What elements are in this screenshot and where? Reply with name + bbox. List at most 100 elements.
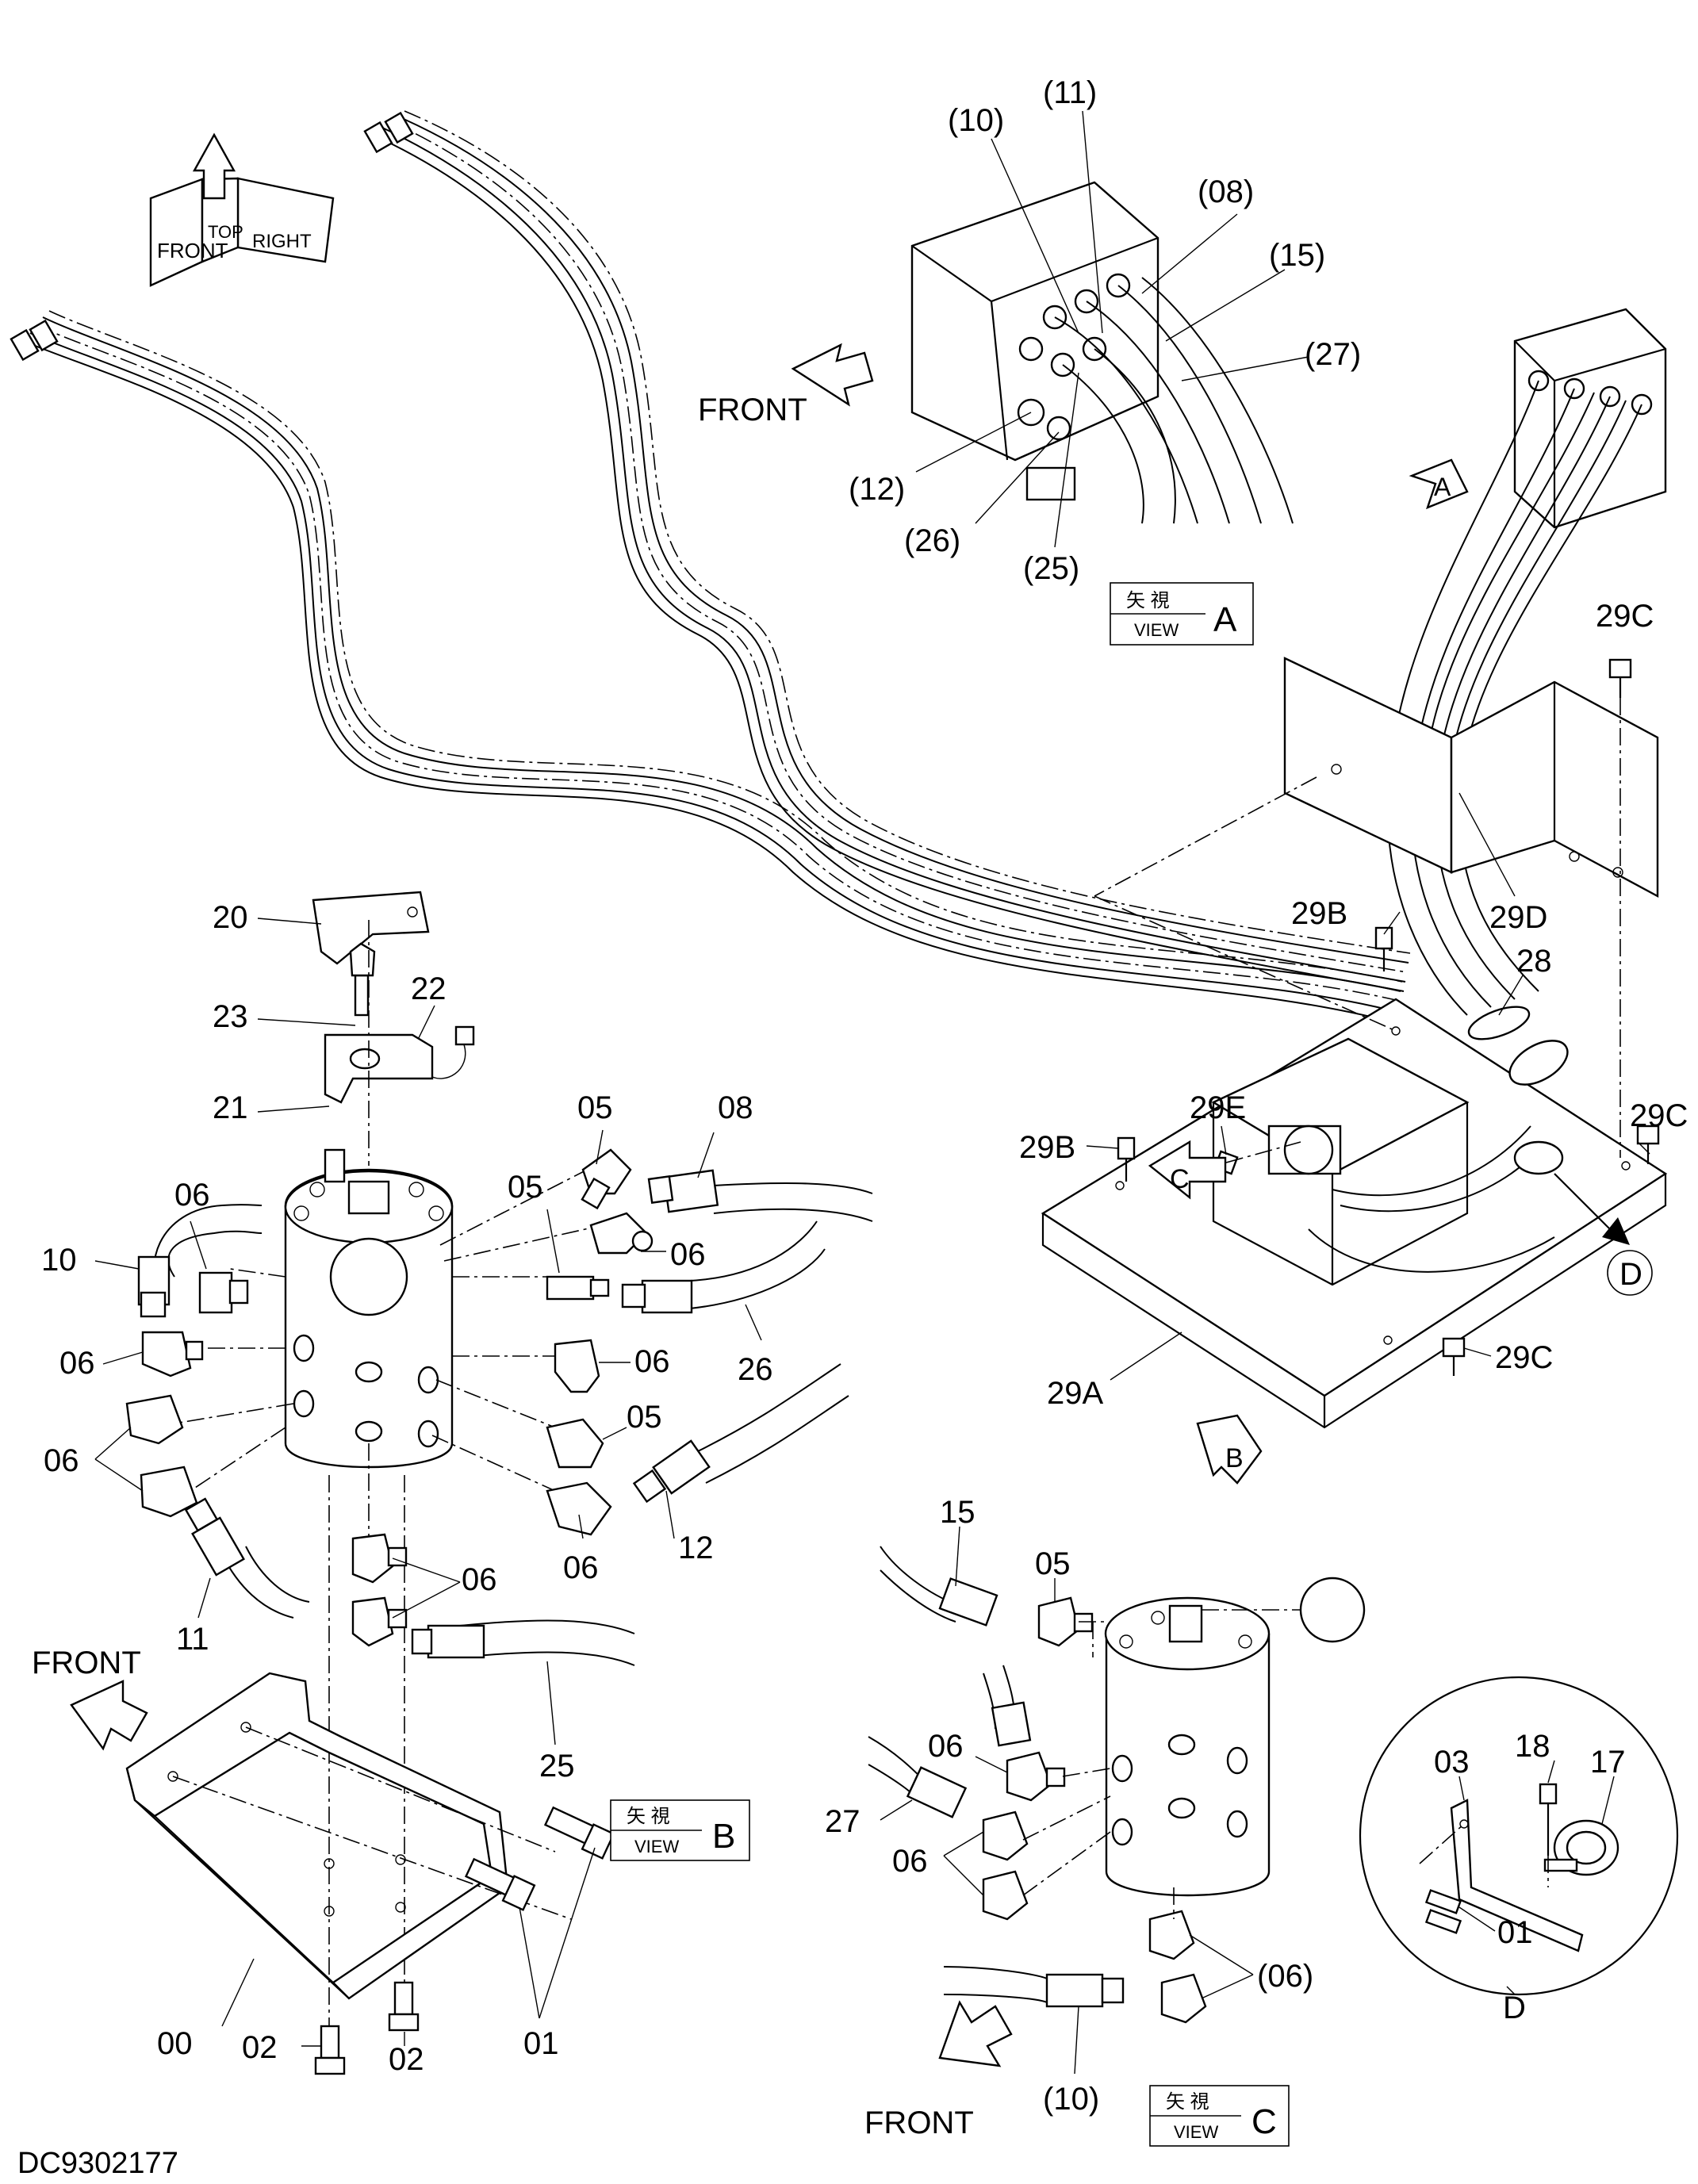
orientation-cube-icon: FRONT TOP RIGHT — [149, 132, 335, 287]
view-b-en: VIEW — [634, 1837, 679, 1856]
callout-08: 08 — [718, 1090, 753, 1125]
callout-02-a: 02 — [242, 2030, 278, 2065]
part-22-sensor — [427, 1025, 475, 1079]
plate-dashed-leaders — [1094, 698, 1621, 1163]
view-b-arrow-label: B — [1225, 1443, 1244, 1473]
callout-01-a: 01 — [523, 2026, 559, 2061]
hose-bundle-right — [372, 110, 1411, 992]
front-arrow-view-c-icon — [938, 2000, 1013, 2067]
view-c-swivel-body — [1104, 1577, 1366, 1897]
view-b-jp: 矢 視 — [627, 1806, 670, 1827]
bolts-29 — [1117, 658, 1660, 1376]
callout-view-c-06: (06) — [1257, 1959, 1313, 1994]
swivel-dashed-leaders — [150, 920, 604, 2030]
view-a-fittings — [1017, 273, 1131, 441]
callout-view-a-08: (08) — [1198, 174, 1254, 209]
view-c-en: VIEW — [1174, 2122, 1218, 2142]
orientation-front-label: FRONT — [157, 239, 228, 262]
callout-27: 27 — [825, 1804, 860, 1839]
bolts-01-02 — [314, 1806, 615, 2075]
callout-06-g: 06 — [462, 1562, 497, 1597]
fittings-view-b — [125, 1148, 654, 1647]
callout-12: 12 — [678, 1531, 714, 1565]
callout-29b-2: 29B — [1019, 1130, 1075, 1165]
view-c-arrow-marker-icon — [1148, 1140, 1227, 1200]
view-a-leaders — [915, 110, 1309, 548]
view-c-jp: 矢 視 — [1166, 2091, 1209, 2113]
callout-view-c-10: (10) — [1043, 2082, 1099, 2117]
callout-03: 03 — [1434, 1745, 1470, 1780]
callout-15: 15 — [940, 1495, 975, 1530]
view-a-title-box: 矢 視 VIEW A — [1110, 582, 1254, 646]
callout-29e: 29E — [1190, 1090, 1246, 1125]
callout-06-c: 06 — [563, 1550, 599, 1585]
callout-23: 23 — [213, 999, 248, 1034]
hoses-view-b — [137, 1169, 873, 1666]
view-a-jp: 矢 視 — [1126, 590, 1170, 611]
callout-01-b: 01 — [1497, 1915, 1533, 1950]
callout-view-a-10: (10) — [948, 103, 1004, 138]
callout-11: 11 — [176, 1622, 209, 1657]
floor-plate-29a — [1041, 998, 1668, 1429]
callout-06-e: 06 — [59, 1346, 95, 1381]
part-00-bracket — [125, 1672, 572, 2000]
callout-05-d: 05 — [1035, 1546, 1071, 1581]
callout-view-a-27: (27) — [1305, 337, 1361, 372]
callout-22: 22 — [411, 971, 447, 1006]
callout-00: 00 — [157, 2026, 193, 2061]
callout-06-i: 06 — [892, 1844, 928, 1879]
callout-29a: 29A — [1047, 1376, 1103, 1411]
callout-25: 25 — [539, 1749, 575, 1784]
view-c-letter: C — [1251, 2102, 1277, 2141]
view-c-dashed-leaders — [1022, 1621, 1175, 1919]
callout-18: 18 — [1515, 1729, 1550, 1764]
callout-29c-1: 29C — [1596, 599, 1654, 634]
callout-29c-3: 29C — [1495, 1340, 1553, 1375]
front-label-view-c: FRONT — [864, 2105, 974, 2140]
front-arrow-view-a-icon — [791, 343, 874, 407]
callout-view-a-25: (25) — [1023, 551, 1079, 586]
view-b-letter: B — [712, 1817, 735, 1856]
view-b-arrow-marker-icon — [1196, 1414, 1263, 1485]
view-a-letter: A — [1213, 600, 1237, 639]
callout-28: 28 — [1516, 944, 1552, 979]
orientation-right-label: RIGHT — [252, 231, 312, 252]
part-21-plate — [324, 1033, 434, 1104]
callout-10: 10 — [41, 1243, 77, 1278]
detail-d-leaders — [1458, 1760, 1615, 1995]
view-b-leaders — [94, 1129, 762, 2047]
callout-06-f: 06 — [44, 1443, 79, 1478]
callout-view-a-15: (15) — [1269, 238, 1325, 273]
part-23-nipple — [349, 942, 376, 1017]
callout-05-c: 05 — [627, 1400, 662, 1435]
front-arrow-view-b-icon — [70, 1680, 148, 1751]
detail-d-marker — [1554, 1173, 1653, 1296]
view-a-arrow-label: A — [1434, 473, 1451, 501]
view-a-en: VIEW — [1134, 620, 1179, 640]
orientation-top-label: TOP — [208, 222, 243, 242]
callout-06-h: 06 — [928, 1729, 964, 1764]
view-c-arrow-label: C — [1170, 1164, 1190, 1194]
right-callout-leaders — [1086, 792, 1650, 1381]
callout-29b-1: 29B — [1291, 896, 1347, 931]
callout-29d: 29D — [1489, 900, 1547, 935]
callout-06-a: 06 — [670, 1237, 706, 1272]
callout-05-b: 05 — [508, 1170, 543, 1205]
callout-21: 21 — [213, 1090, 248, 1125]
front-label-view-b: FRONT — [32, 1646, 141, 1680]
callout-view-a-12: (12) — [849, 472, 905, 507]
view-a-arrow-marker-icon — [1409, 458, 1469, 510]
hose-bundle-left — [23, 310, 1403, 1024]
view-c-fittings-and-hoses — [868, 1546, 1207, 2024]
callout-06-d: 06 — [174, 1178, 210, 1213]
callout-05-a: 05 — [577, 1090, 613, 1125]
drawing-id: DC9302177 — [17, 2147, 178, 2180]
callout-26: 26 — [738, 1352, 773, 1387]
callout-02-b: 02 — [389, 2042, 424, 2077]
detail-d-circle — [1359, 1676, 1679, 1996]
detail-d-circle-label: D — [1619, 1257, 1642, 1292]
callout-06-b: 06 — [634, 1344, 670, 1379]
grommet-28 — [1467, 1006, 1531, 1040]
pilot-valve-block-right — [1513, 308, 1667, 529]
